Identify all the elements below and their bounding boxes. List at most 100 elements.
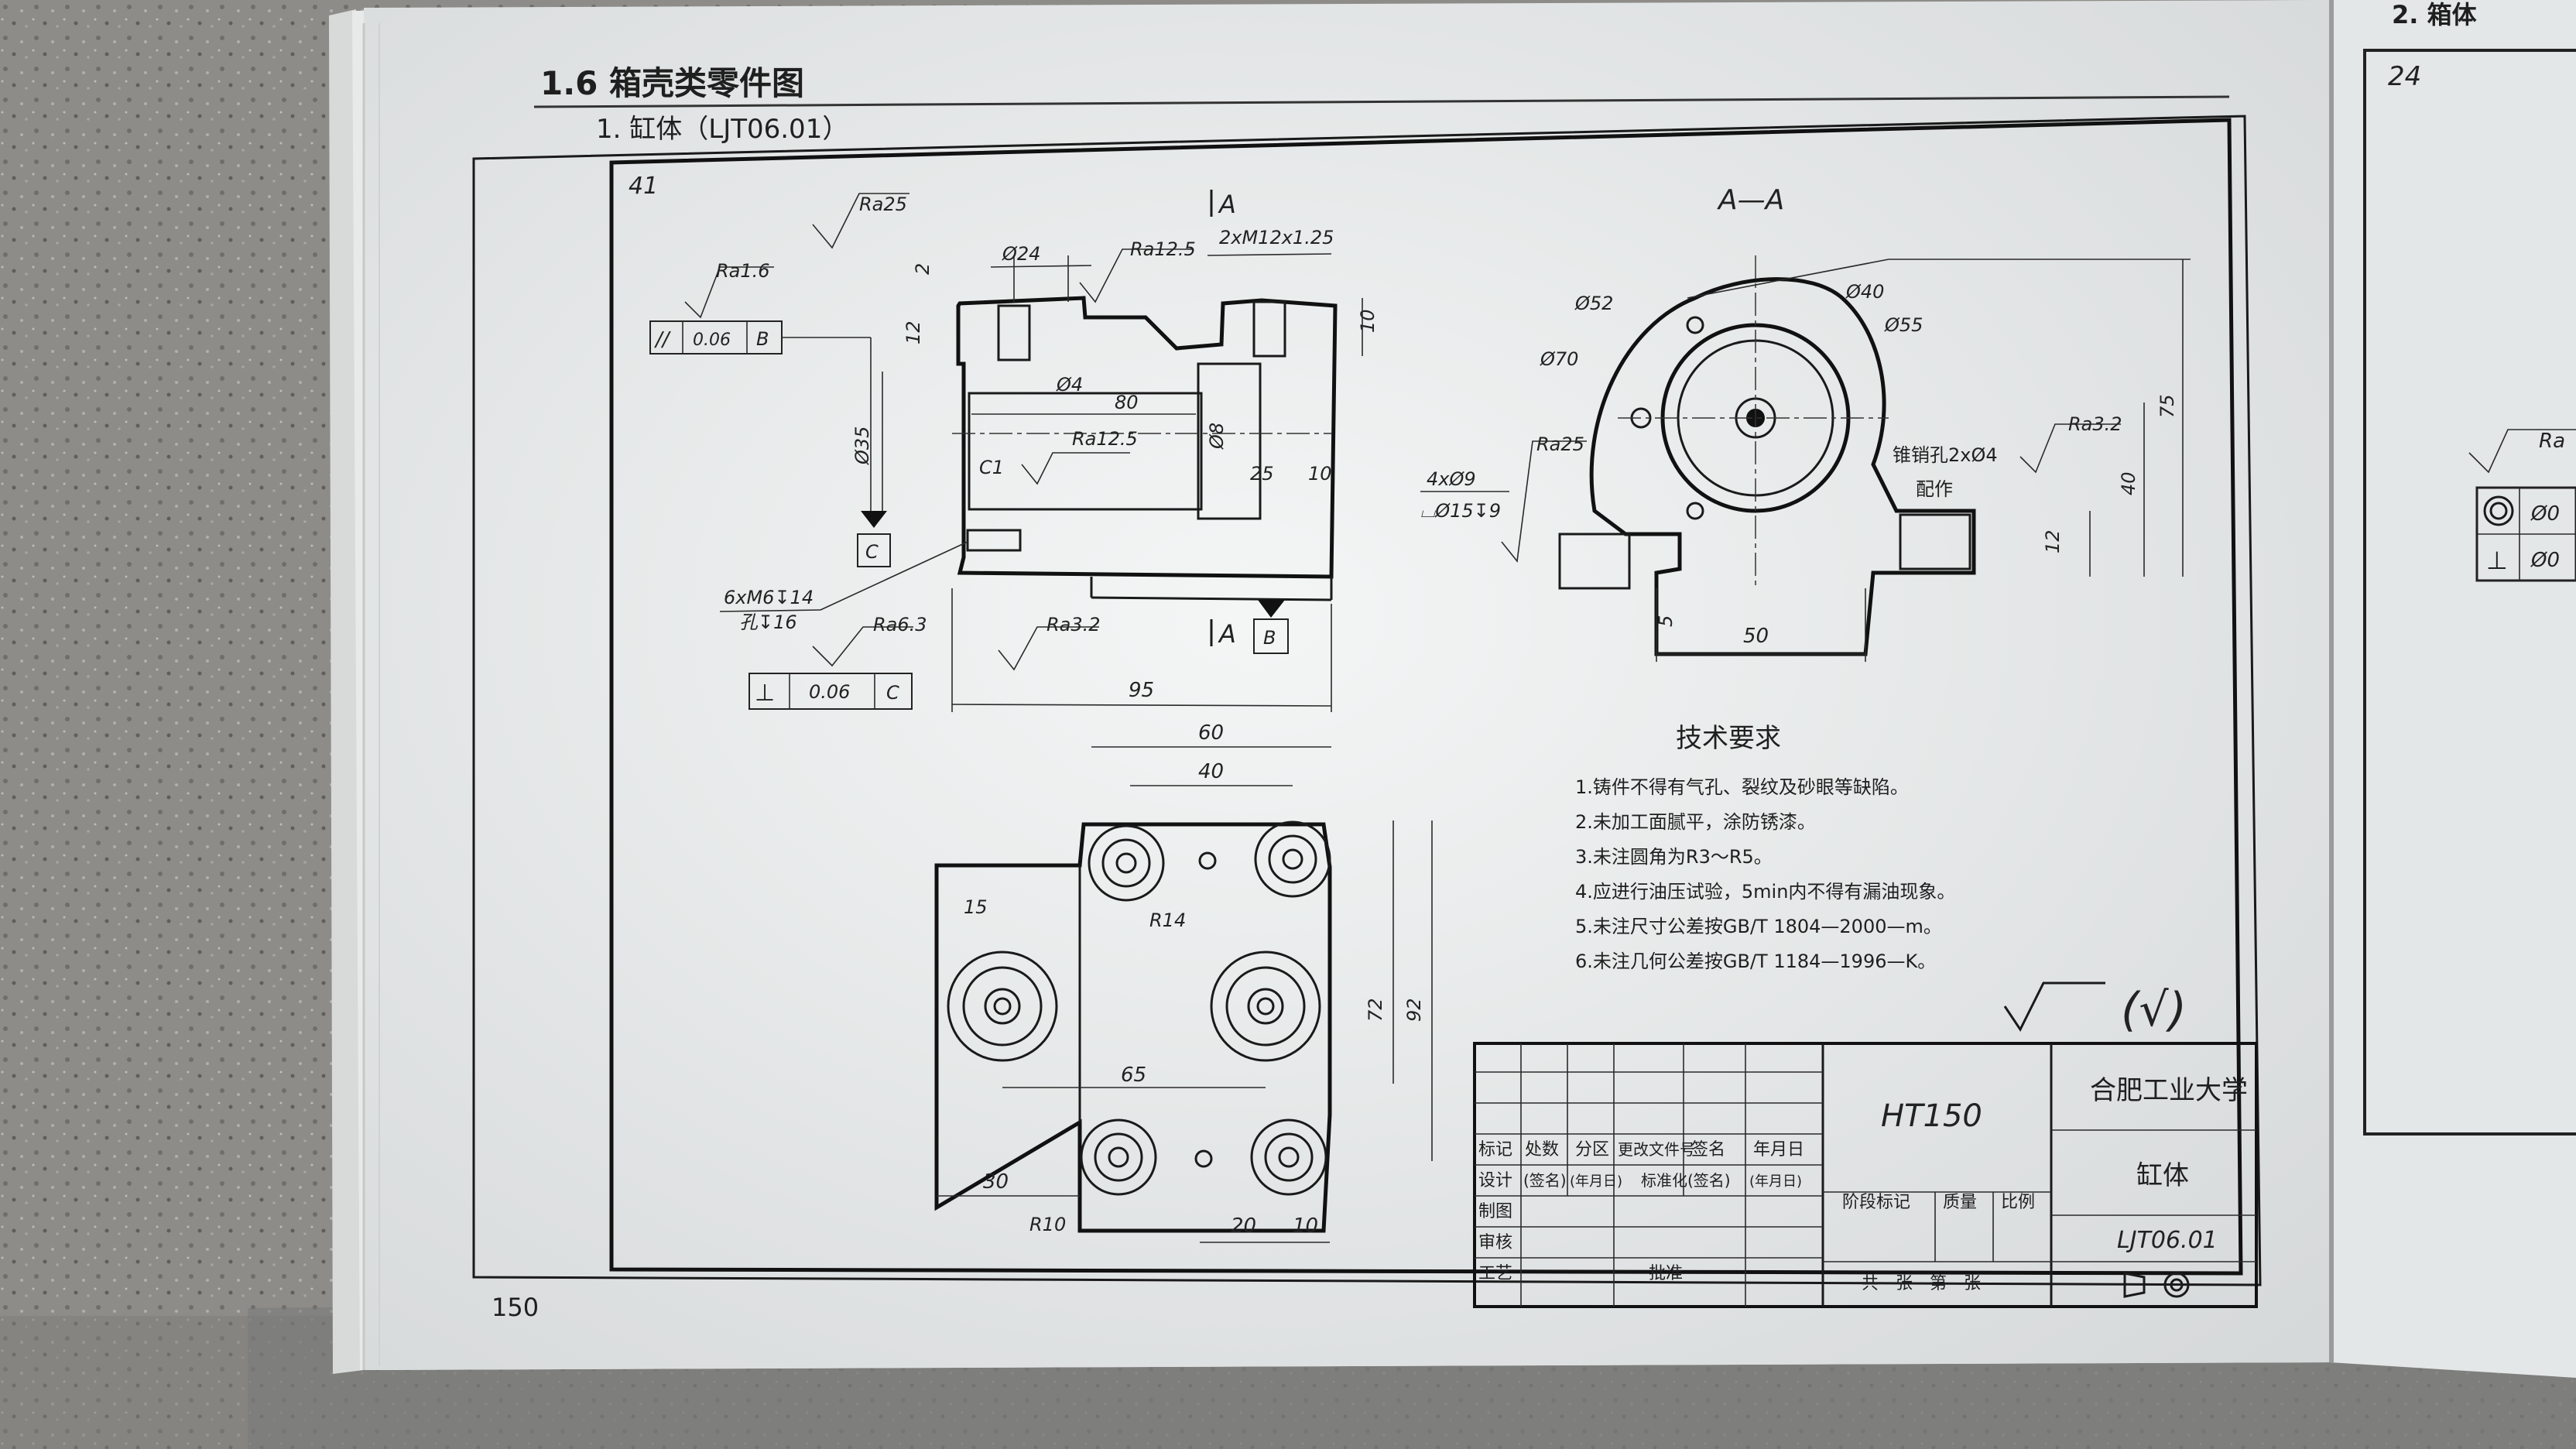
dim-d24: Ø24 — [1002, 243, 1040, 265]
dim-d52: Ø52 — [1574, 293, 1613, 314]
section-marker-bottom: A — [1218, 619, 1236, 649]
section-subheading: 1. 缸体（LJT06.01） — [596, 114, 848, 145]
section-marker-top: A — [1218, 190, 1236, 219]
part-name: 缸体 — [2136, 1160, 2189, 1191]
svg-text:B: B — [756, 328, 769, 350]
svg-text:年月日: 年月日 — [1753, 1140, 1804, 1160]
svg-text:2. 箱体: 2. 箱体 — [2392, 0, 2477, 29]
ra16: Ra1.6 — [716, 260, 770, 282]
svg-text:C: C — [886, 682, 899, 704]
dim-d40: Ø40 — [1845, 281, 1884, 303]
dim-t60: 60 — [1198, 721, 1224, 745]
dim-t20: 20 — [1231, 1214, 1256, 1238]
dim-t65: 65 — [1121, 1064, 1146, 1087]
dim-t72: 72 — [1365, 998, 1386, 1022]
svg-text:⊥: ⊥ — [2486, 546, 2508, 575]
svg-text:签名: 签名 — [1691, 1140, 1725, 1160]
dim-c1: C1 — [979, 457, 1004, 478]
dim-5: 5 — [1655, 615, 1677, 627]
svg-text:⊥: ⊥ — [755, 680, 775, 707]
svg-text:分区: 分区 — [1575, 1140, 1609, 1160]
ra125-a: Ra12.5 — [1130, 238, 1196, 260]
dim-d70: Ø70 — [1540, 348, 1578, 370]
svg-text:标记: 标记 — [1478, 1140, 1512, 1160]
svg-text:0.06: 0.06 — [809, 681, 850, 703]
dim-t92: 92 — [1403, 998, 1425, 1022]
roughness-note: (√) — [2121, 983, 2187, 1037]
dim-4x9: 4xØ9 — [1427, 468, 1476, 490]
tech-req-title: 技术要求 — [1676, 723, 1781, 754]
dim-d35: Ø35 — [851, 426, 873, 465]
dim-cbore: ⌴Ø15↧9 — [1420, 500, 1501, 522]
material: HT150 — [1881, 1098, 1982, 1134]
left-page — [364, 0, 2330, 1370]
front-view-annotations: Ø24 2xM12x1.25 Ø4 80 Ø35 Ø8 25 10 10 12 … — [649, 190, 2122, 712]
figure-number: 41 — [629, 173, 658, 200]
ra25-top: Ra25 — [859, 194, 907, 215]
svg-text:24: 24 — [2388, 61, 2421, 92]
svg-text://: // — [654, 328, 672, 351]
drawing-number: LJT06.01 — [2117, 1227, 2218, 1254]
dim-10b: 10 — [1357, 309, 1379, 333]
dim-t40: 40 — [1198, 760, 1224, 783]
svg-text:工艺: 工艺 — [1478, 1264, 1512, 1283]
tech-requirements: 技术要求 1.铸件不得有气孔、裂纹及砂眼等缺陷。 2.未加工面腻平，涂防锈漆。 … — [1575, 723, 2187, 1037]
dim-t30: 30 — [983, 1170, 1009, 1194]
svg-text:(签名): (签名) — [1523, 1171, 1567, 1190]
dim-50: 50 — [1743, 625, 1769, 648]
section-aa-view: A—A Ø52 Ø40 Ø55 Ø70 75 40 12 50 5 4xØ9 ⌴… — [1420, 184, 2191, 662]
dim-t10: 10 — [1293, 1214, 1318, 1238]
school-name: 合肥工业大学 — [2090, 1075, 2248, 1106]
svg-text:质量: 质量 — [1943, 1193, 1977, 1212]
svg-text:比例: 比例 — [2001, 1193, 2035, 1212]
svg-text:标准化: 标准化 — [1641, 1171, 1687, 1190]
svg-text:设计: 设计 — [1478, 1171, 1512, 1190]
dim-95: 95 — [1129, 679, 1154, 702]
ra25-b: Ra25 — [1536, 433, 1584, 455]
dim-10a: 10 — [1308, 463, 1332, 485]
dim-75: 75 — [2156, 394, 2178, 418]
front-view — [952, 296, 1338, 601]
svg-text:处数: 处数 — [1525, 1140, 1559, 1160]
ra63: Ra6.3 — [873, 614, 927, 635]
svg-text:更改文件号: 更改文件号 — [1618, 1140, 1695, 1159]
dim-12b: 12 — [2042, 529, 2064, 553]
dim-r14: R14 — [1149, 909, 1186, 931]
dim-80: 80 — [1115, 392, 1139, 413]
svg-text:审核: 审核 — [1478, 1233, 1512, 1252]
tech-req-5: 5.未注尺寸公差按GB/T 1804—2000—m。 — [1575, 916, 1942, 937]
gdt-parallel: // 0.06 B — [649, 320, 872, 511]
page-number: 150 — [492, 1293, 539, 1322]
dim-12: 12 — [903, 320, 924, 344]
svg-text:制图: 制图 — [1478, 1202, 1512, 1221]
svg-text:Ø0: Ø0 — [2530, 549, 2560, 572]
dim-40b: 40 — [2118, 471, 2139, 495]
ra125-b: Ra12.5 — [1072, 428, 1138, 450]
ra32-a: Ra3.2 — [1046, 614, 1101, 635]
dim-d55: Ø55 — [1884, 314, 1923, 336]
dim-2: 2 — [912, 263, 933, 275]
right-page-fragment: 2. 箱体 24 Ra Ø0 Ø0 ⊥ — [2363, 0, 2576, 1136]
svg-text:共 张 第 张: 共 张 第 张 — [1862, 1274, 1981, 1293]
section-heading: 1.6 箱壳类零件图 — [540, 64, 804, 102]
drawing-frame — [472, 115, 2262, 1286]
datum-c: C — [865, 541, 879, 563]
svg-text:(签名): (签名) — [1687, 1171, 1731, 1190]
tech-req-4: 4.应进行油压试验，5min内不得有漏油现象。 — [1575, 881, 1955, 903]
tech-req-6: 6.未注几何公差按GB/T 1184—1996—K。 — [1575, 951, 1936, 972]
top-view: 60 40 15 R14 72 92 65 30 R10 20 10 — [934, 721, 1433, 1243]
svg-text:0.06: 0.06 — [693, 331, 731, 350]
tech-req-1: 1.铸件不得有气孔、裂纹及砂眼等缺陷。 — [1575, 776, 1909, 798]
datum-b: B — [1263, 627, 1276, 649]
section-aa-label: A—A — [1717, 184, 1784, 216]
pin-hole-note: 锥销孔2xØ4 — [1893, 444, 1998, 466]
ra32-b: Ra3.2 — [2068, 413, 2122, 435]
right-page — [2330, 0, 2576, 1378]
svg-text:(年月日): (年月日) — [1749, 1173, 1802, 1190]
dim-r10: R10 — [1029, 1214, 1066, 1235]
svg-text:(年月日): (年月日) — [1570, 1173, 1622, 1190]
title-block: HT150 合肥工业大学 缸体 LJT06.01 标记 处数 分区 更改文件号 … — [1473, 1042, 2258, 1308]
dim-holes: 6xM6↧14 — [724, 587, 814, 608]
svg-text:批准: 批准 — [1649, 1264, 1683, 1283]
